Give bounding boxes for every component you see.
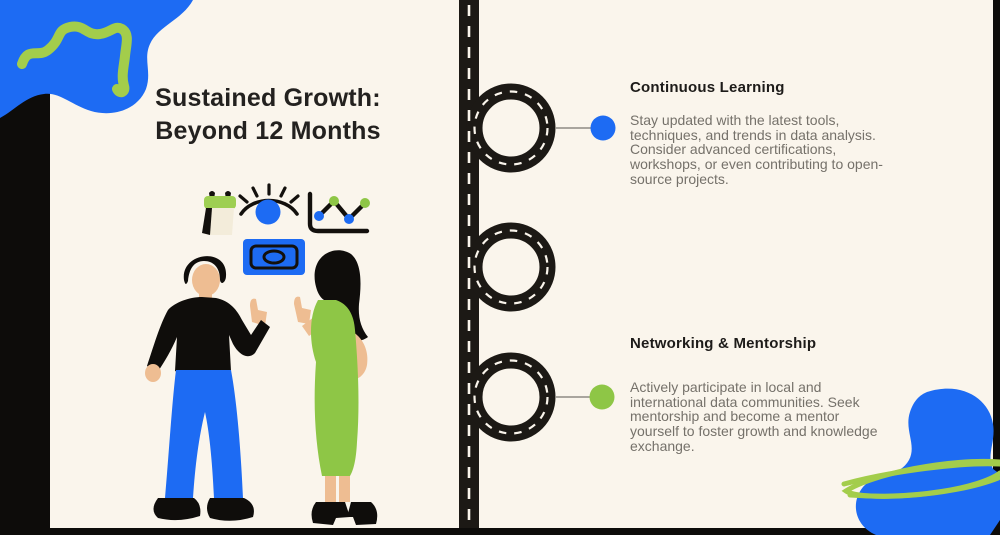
- green-squiggle: [17, 21, 132, 98]
- blue-blob-top-left: [0, 0, 193, 118]
- title-line-2: Beyond 12 Months: [155, 117, 381, 145]
- green-scribble: [841, 458, 1000, 499]
- section-body: Actively participate in local and intern…: [630, 379, 878, 454]
- section-body: Stay updated with the latest tools, tech…: [630, 112, 883, 187]
- section-heading: Networking & Mentorship: [630, 335, 817, 352]
- eye-icon: [238, 183, 300, 225]
- title-line-1: Sustained Growth:: [155, 84, 381, 112]
- person-right: [294, 250, 378, 525]
- people-illustration: [145, 250, 378, 525]
- road-timeline: [459, 0, 616, 528]
- person-left: [145, 256, 270, 521]
- page-title: Sustained Growth: Beyond 12 Months: [128, 82, 408, 148]
- money-icon: [243, 239, 305, 275]
- section-networking-mentorship: Networking & Mentorship Actively partici…: [630, 334, 892, 454]
- milestone-dot-blue: [590, 115, 616, 141]
- section-heading: Continuous Learning: [630, 79, 785, 96]
- line-chart-icon: [307, 191, 370, 234]
- blue-blob-bottom-right: [841, 388, 1000, 535]
- calendar-icon: [202, 191, 236, 235]
- section-continuous-learning: Continuous Learning Stay updated with th…: [630, 78, 892, 187]
- milestone-dot-green: [589, 384, 615, 410]
